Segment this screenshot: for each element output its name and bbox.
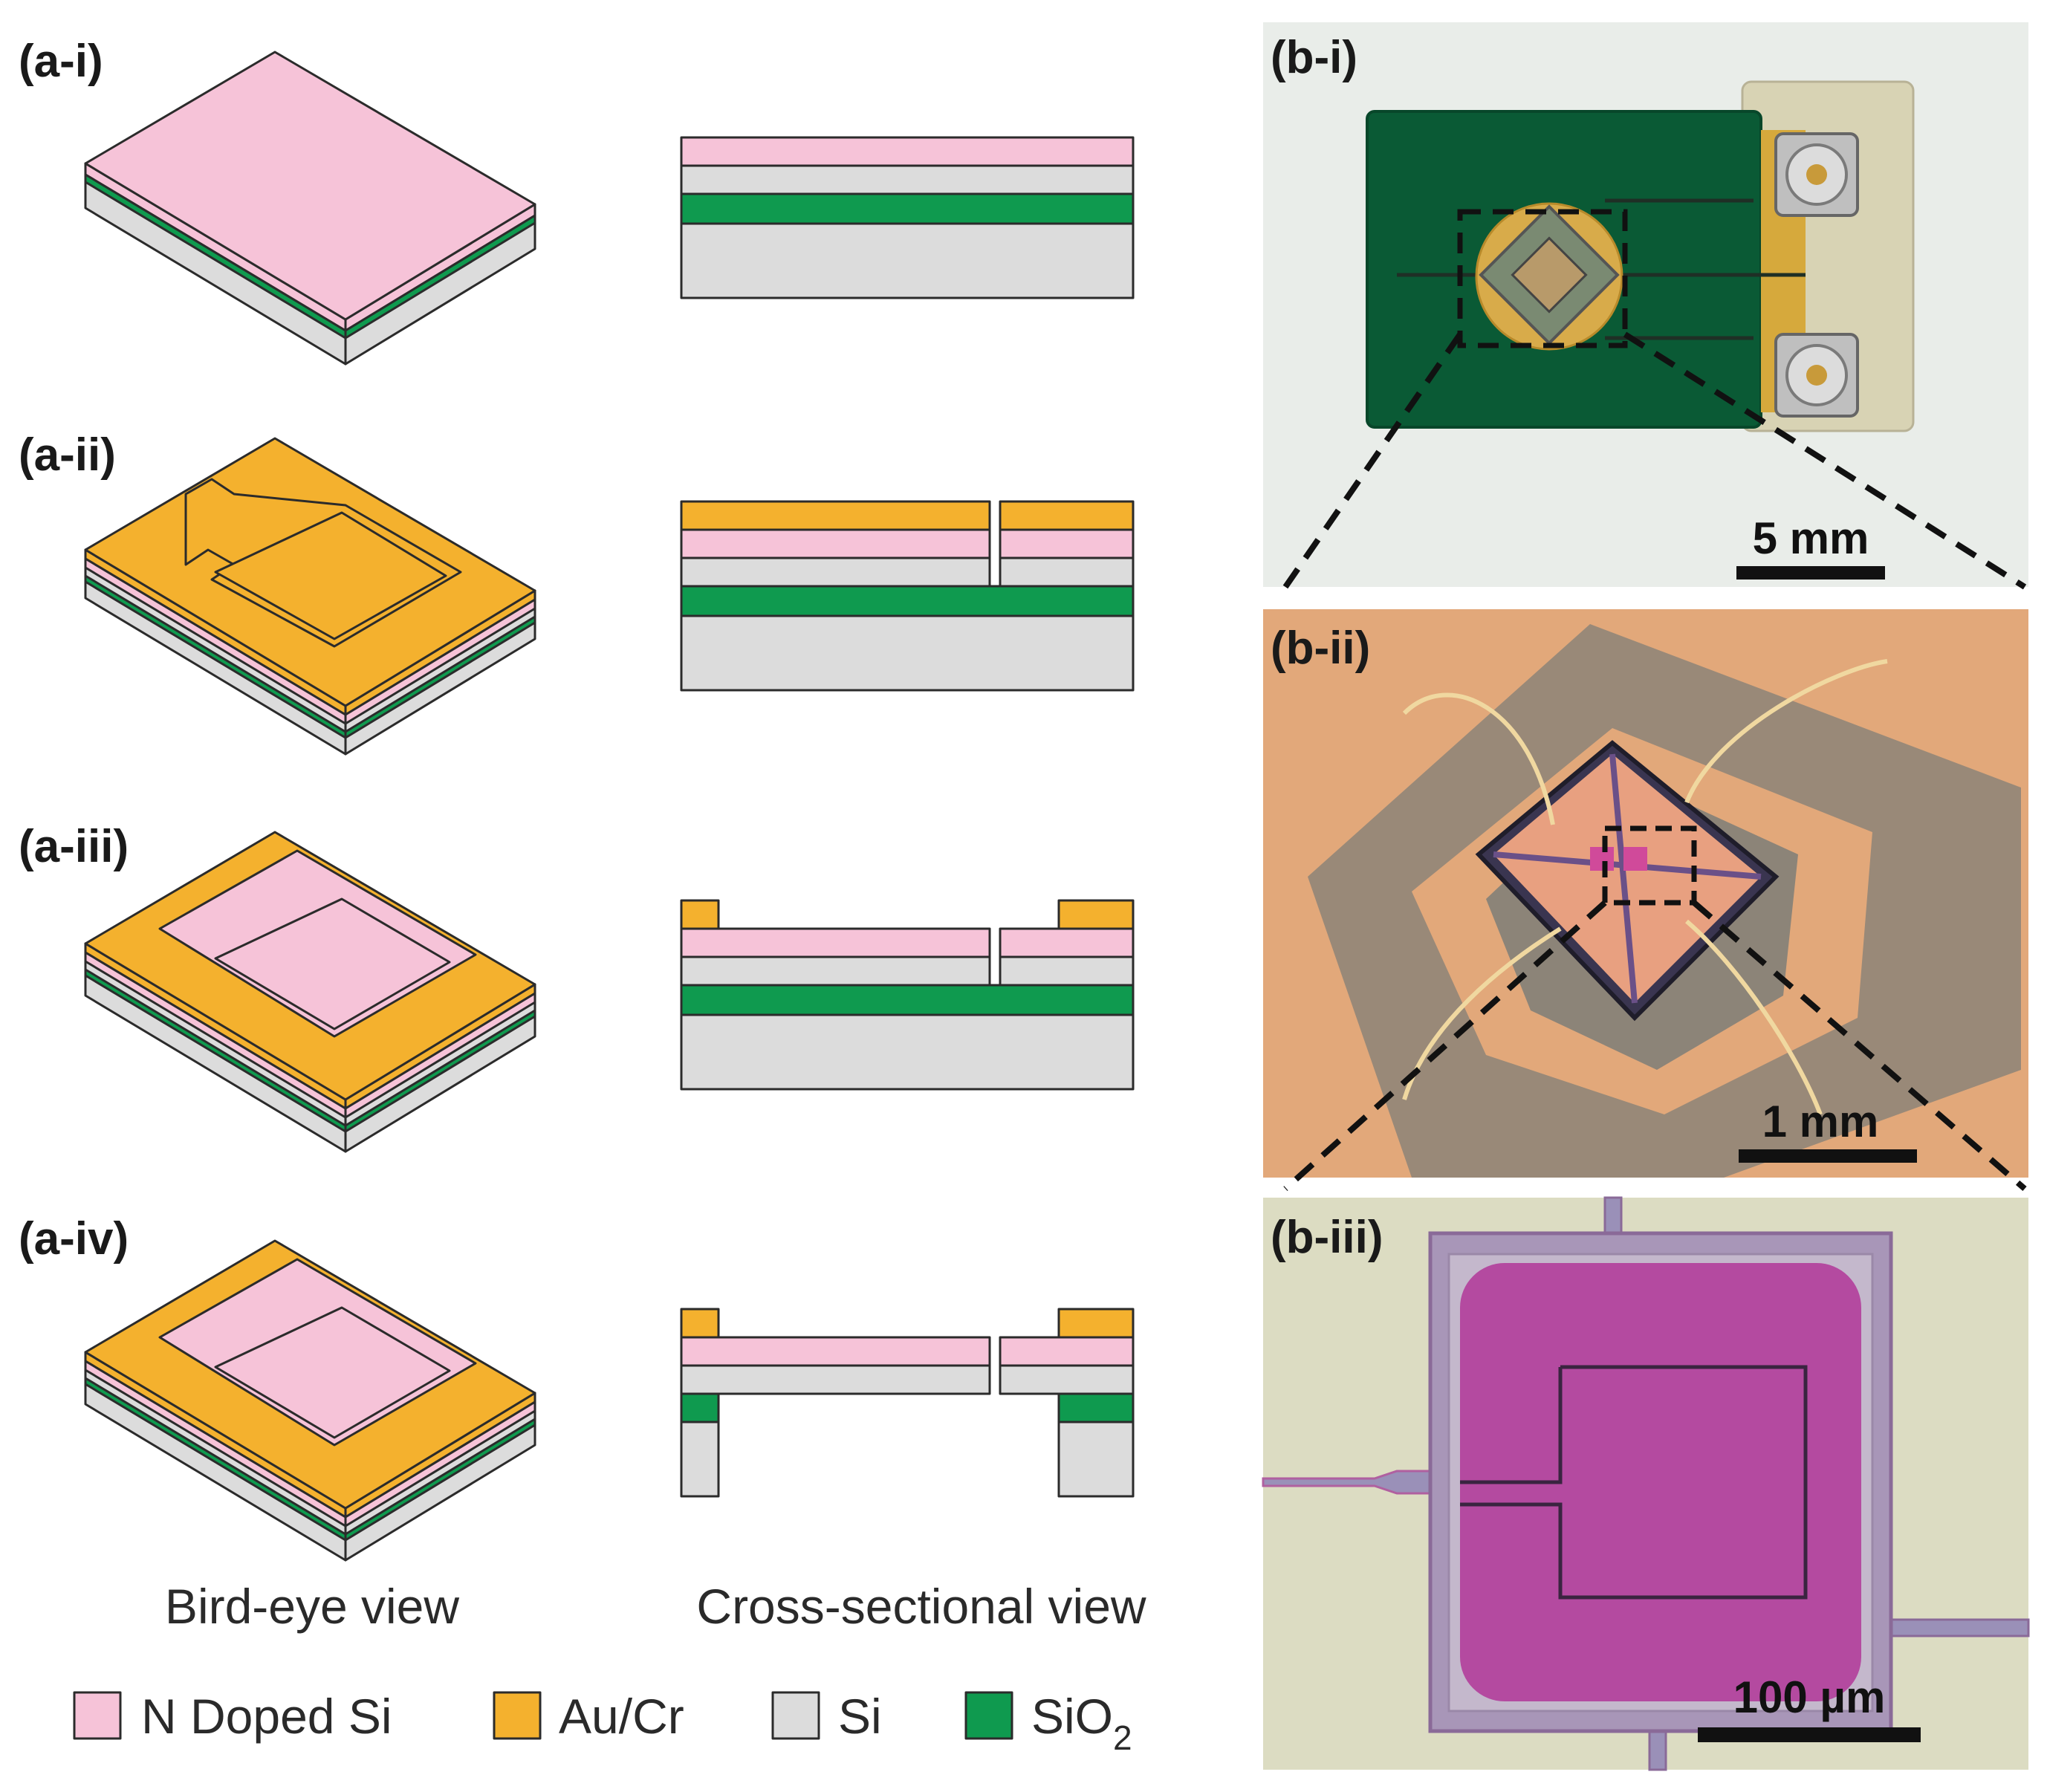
panel-label-a-ii: (a-ii) bbox=[19, 429, 116, 481]
legend-label-au-cr: Au/Cr bbox=[559, 1689, 684, 1744]
legend: N Doped Si Au/Cr Si SiO2 bbox=[73, 1689, 1132, 1757]
legend-swatch-n-doped-si bbox=[73, 1691, 122, 1740]
cross-section-a-ii bbox=[680, 500, 1135, 692]
legend-label-sio2: SiO2 bbox=[1031, 1689, 1132, 1757]
legend-swatch-au-cr bbox=[493, 1691, 542, 1740]
panel-label-b-ii: (b-ii) bbox=[1271, 623, 1370, 674]
legend-label-si: Si bbox=[838, 1689, 882, 1744]
scale-bar-label-b-ii: 1 mm bbox=[1762, 1097, 1879, 1146]
connector-bottom bbox=[1774, 333, 1859, 418]
bird-eye-a-iii bbox=[84, 831, 536, 1153]
cross-section-a-iii bbox=[680, 899, 1135, 1091]
legend-swatch-si bbox=[771, 1691, 820, 1740]
scale-bar-b-i bbox=[1736, 566, 1885, 580]
photo-b-ii: (b-ii) 1 mm bbox=[1263, 609, 2028, 1178]
cross-sectional-view-label: Cross-sectional view bbox=[696, 1579, 1146, 1634]
photo-b-iii: (b-iii) 100 µm bbox=[1262, 1196, 2030, 1771]
panel-label-b-i: (b-i) bbox=[1271, 32, 1357, 83]
bird-eye-a-i bbox=[84, 51, 536, 366]
panel-label-a-i: (a-i) bbox=[19, 36, 103, 87]
cross-section-a-iv bbox=[680, 1308, 1135, 1498]
scale-bar-b-ii bbox=[1739, 1149, 1917, 1163]
bird-eye-a-ii bbox=[84, 437, 536, 756]
cross-section-a-i bbox=[680, 136, 1135, 299]
photo-b-i: (b-i) 5 mm bbox=[1263, 22, 2028, 587]
bird-eye-view-label: Bird-eye view bbox=[165, 1579, 459, 1634]
panel-label-a-iii: (a-iii) bbox=[19, 821, 129, 872]
connector-top bbox=[1774, 132, 1859, 217]
legend-label-n-doped-si: N Doped Si bbox=[141, 1689, 392, 1744]
panel-label-b-iii: (b-iii) bbox=[1271, 1212, 1383, 1263]
panel-label-a-iv: (a-iv) bbox=[19, 1213, 129, 1265]
bird-eye-a-iv bbox=[84, 1239, 536, 1562]
scale-bar-b-iii bbox=[1698, 1727, 1921, 1742]
legend-swatch-sio2 bbox=[964, 1691, 1013, 1740]
scale-bar-label-b-iii: 100 µm bbox=[1733, 1672, 1886, 1722]
scale-bar-label-b-i: 5 mm bbox=[1753, 513, 1869, 563]
